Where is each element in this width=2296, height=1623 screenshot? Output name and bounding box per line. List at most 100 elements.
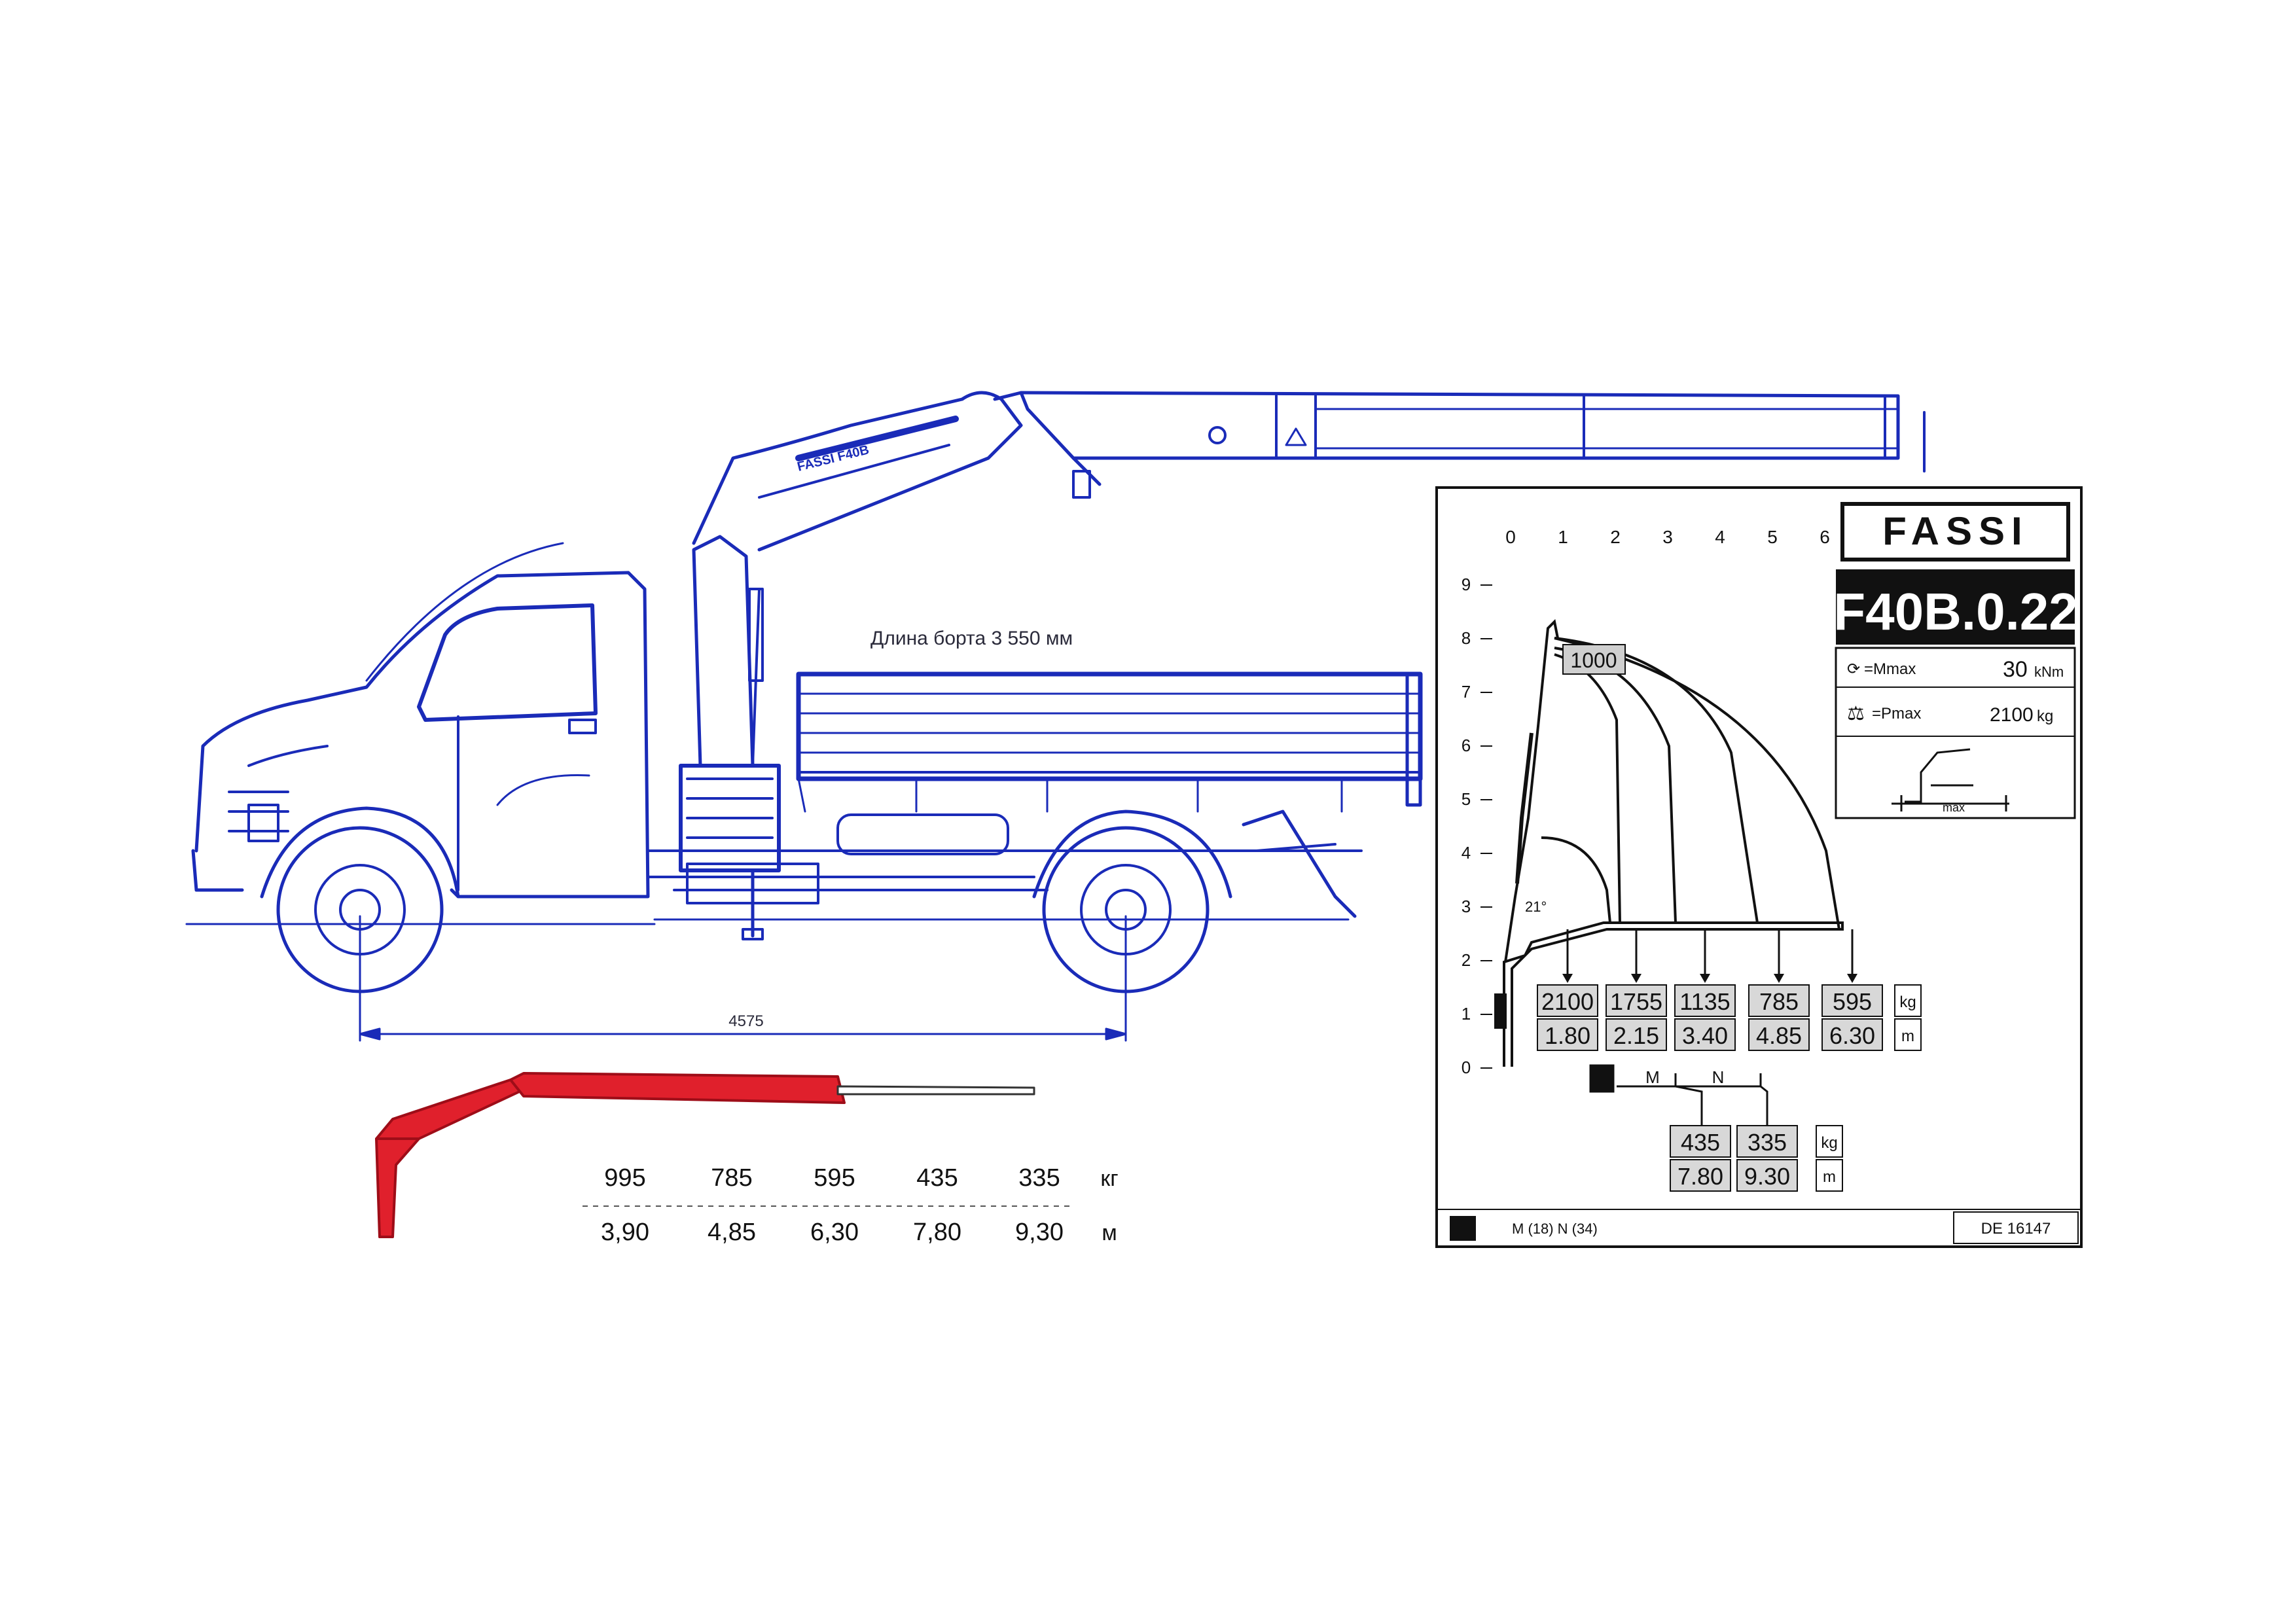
weight-unit: kg: [1899, 993, 1916, 1011]
unit-cell: [1816, 1159, 1843, 1192]
y-tick-label: 0: [1462, 1058, 1471, 1077]
arrow-head-icon: [1700, 974, 1710, 983]
pmax-label: =Pmax: [1872, 705, 1921, 722]
fassi-logo-text: FASSI: [1882, 509, 2028, 553]
tip-load: 1000: [1570, 649, 1617, 672]
y-tick-label: 3: [1462, 897, 1471, 916]
arrow-head-icon: [1631, 974, 1641, 983]
truck-drawing: [185, 391, 1926, 1042]
load-reach: 2.15: [1613, 1022, 1659, 1049]
cargo-body: [796, 671, 1423, 813]
outer-boom: [993, 391, 1926, 499]
x-tick-label: 2: [1610, 527, 1621, 547]
x-tick-label: 3: [1662, 527, 1673, 547]
y-tick-label: 6: [1462, 736, 1471, 755]
ru-reach-unit: м: [1102, 1221, 1117, 1245]
arrow-head-icon: [1774, 974, 1784, 983]
inner-boom: [692, 391, 1023, 552]
y-tick-label: 2: [1462, 950, 1471, 970]
load-weight: 2100: [1541, 988, 1594, 1015]
mmax-icon: ⟳: [1847, 660, 1860, 678]
truck-cab: [191, 542, 650, 899]
red-boom-silhouette: [375, 1072, 1035, 1238]
y-tick-label: 4: [1462, 843, 1471, 863]
reach-cell: [1748, 1018, 1810, 1051]
load-reach: 3.40: [1682, 1022, 1728, 1049]
load-weight: 1135: [1679, 988, 1730, 1015]
fassi-load-chart: FASSI F40B.0.22 ⟳ =Mmax 30 kNm ⚖ =Pmax 2…: [1435, 486, 2083, 1248]
ru-weight-value: 995: [604, 1164, 645, 1192]
ru-reach-value: 6,30: [810, 1219, 859, 1246]
ru-reach-value: 9,30: [1015, 1219, 1064, 1246]
load-weight: 1755: [1610, 988, 1662, 1015]
row1-arrows: [1562, 929, 1857, 983]
load-reach: 7.80: [1677, 1163, 1723, 1190]
ru-reach-value: 4,85: [708, 1219, 756, 1246]
load-cell: [1670, 1125, 1731, 1158]
pmax-unit: kg: [2037, 707, 2053, 725]
reach-cell: [1605, 1018, 1667, 1051]
arrow-head-icon: [1847, 974, 1857, 983]
wheelbase-dimension: [359, 915, 1127, 1042]
load-row-1: 2100 1.80 1755 2.15 1135 3.40 785 4.85 595 6.30 kg…: [1537, 984, 1922, 1051]
footer-left: M (18) N (34): [1512, 1221, 1598, 1237]
mmax-unit: kNm: [2034, 664, 2064, 680]
unit-cell: [1894, 984, 1922, 1017]
y-tick-label: 9: [1462, 575, 1471, 594]
load-reach: 4.85: [1756, 1022, 1802, 1049]
load-reach: 1.80: [1545, 1022, 1590, 1049]
ru-weight-value: 435: [916, 1164, 958, 1192]
marker-m: M: [1645, 1067, 1660, 1087]
load-weight: 595: [1833, 988, 1872, 1015]
mmax-label: =Mmax: [1864, 660, 1916, 678]
extension-markers: [1589, 1064, 1768, 1126]
ru-weight-unit: кг: [1100, 1166, 1118, 1191]
ru-weight-value: 785: [711, 1164, 752, 1192]
reach-unit: m: [1823, 1168, 1836, 1186]
footer-crane-icon: [1450, 1216, 1476, 1241]
reach-cell: [1537, 1018, 1598, 1051]
ru-reach-value: 3,90: [601, 1219, 649, 1246]
x-tick-label: 6: [1820, 527, 1830, 547]
reach-cell: [1736, 1159, 1798, 1192]
reach-cell: [1821, 1018, 1883, 1051]
reach-unit: m: [1901, 1027, 1914, 1045]
y-tick-label: 1: [1462, 1004, 1471, 1024]
reach-cell: [1670, 1159, 1731, 1192]
max-label: max: [1943, 801, 1965, 814]
reach-cell: [1674, 1018, 1736, 1051]
spec-box: ⟳ =Mmax 30 kNm ⚖ =Pmax 2100 kg max: [1835, 647, 2076, 819]
unit-cell: [1816, 1125, 1843, 1158]
model-label: F40B.0.22: [1833, 582, 2078, 641]
load-cell: [1736, 1125, 1798, 1158]
load-cell: [1537, 984, 1598, 1017]
wheelbase-label: 4575: [728, 1012, 763, 1030]
ru-reach-value: 7,80: [913, 1219, 961, 1246]
y-tick-label: 5: [1462, 789, 1471, 809]
x-tick-label: 1: [1558, 527, 1568, 547]
fassi-logo: FASSI: [1840, 502, 2070, 562]
load-reach: 6.30: [1829, 1022, 1875, 1049]
load-cell: [1605, 984, 1667, 1017]
marker-n: N: [1712, 1067, 1725, 1087]
mmax-value: 30: [2003, 657, 2028, 682]
unit-cell: [1894, 1018, 1922, 1051]
weight-unit: kg: [1821, 1134, 1837, 1152]
body-length-caption: Длина борта 3 550 мм: [870, 628, 1073, 649]
angle-label: 21°: [1525, 899, 1547, 915]
y-tick-label: 8: [1462, 628, 1471, 648]
arrow-head-icon: [1562, 974, 1573, 983]
ru-weight-value: 595: [814, 1164, 855, 1192]
load-cell: [1674, 984, 1736, 1017]
footer-right: DE 16147: [1981, 1220, 2051, 1238]
load-weight: 335: [1748, 1129, 1787, 1156]
load-weight: 785: [1759, 988, 1799, 1015]
chart-crane-silhouette: [1494, 618, 1844, 1067]
x-tick-label: 4: [1715, 527, 1725, 547]
ru-weight-value: 335: [1018, 1164, 1060, 1192]
